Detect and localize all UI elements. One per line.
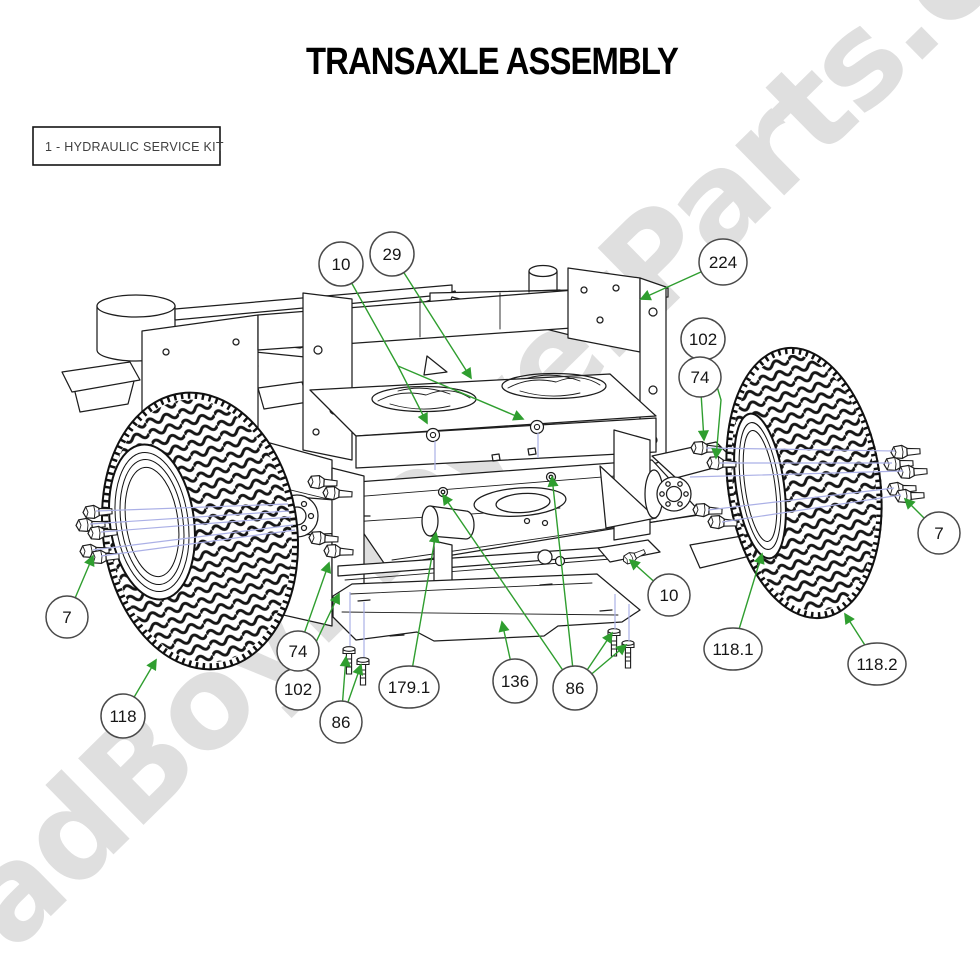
service-kit-box bbox=[32, 126, 221, 166]
left-wheel-rim bbox=[108, 443, 196, 601]
callout-label-224: 224 bbox=[709, 253, 737, 272]
callout-label-136: 136 bbox=[501, 672, 529, 691]
callout-224[interactable]: 224 bbox=[698, 238, 748, 286]
callout-102-right[interactable]: 102 bbox=[680, 317, 726, 361]
leader-line-86-center-2 bbox=[547, 475, 576, 689]
callout-10-top[interactable]: 10 bbox=[318, 241, 364, 287]
leader-line-179-1-0 bbox=[408, 531, 440, 688]
callout-7-right[interactable]: 7 bbox=[917, 511, 961, 555]
callout-86-center[interactable]: 86 bbox=[552, 665, 598, 711]
right-wheel-rim bbox=[733, 412, 787, 560]
callout-circle-7-left[interactable] bbox=[45, 595, 89, 639]
callout-circle-136[interactable] bbox=[492, 658, 538, 704]
left-tire bbox=[101, 391, 299, 671]
right-tire bbox=[725, 346, 883, 620]
callout-86-left[interactable]: 86 bbox=[319, 700, 363, 744]
callout-label-29: 29 bbox=[383, 245, 402, 264]
callout-label-102-right: 102 bbox=[689, 330, 717, 349]
fan-deck bbox=[309, 355, 657, 437]
page-title: TRANSAXLE ASSEMBLY bbox=[306, 41, 679, 83]
callout-label-7-left: 7 bbox=[62, 608, 71, 627]
callout-label-118-left: 118 bbox=[109, 707, 136, 726]
callout-circle-86-center[interactable] bbox=[552, 665, 598, 711]
leader-line-10-top-1 bbox=[397, 365, 525, 421]
callout-circle-7-right[interactable] bbox=[917, 511, 961, 555]
callout-74-right[interactable]: 74 bbox=[678, 356, 722, 398]
callout-74-left[interactable]: 74 bbox=[276, 630, 320, 672]
callout-136[interactable]: 136 bbox=[492, 658, 538, 704]
callout-circle-224[interactable] bbox=[698, 238, 748, 286]
callout-118-2[interactable]: 118.2 bbox=[847, 642, 907, 686]
callout-label-86-center: 86 bbox=[566, 679, 585, 698]
callout-circle-179-1[interactable] bbox=[378, 665, 440, 709]
right-lug-nuts bbox=[883, 443, 928, 504]
callout-7-left[interactable]: 7 bbox=[45, 595, 89, 639]
callout-102-left[interactable]: 102 bbox=[275, 667, 321, 711]
callout-label-10-top: 10 bbox=[332, 255, 351, 274]
callout-label-74-right: 74 bbox=[691, 368, 710, 387]
callout-29[interactable]: 29 bbox=[369, 231, 415, 277]
callout-118-1[interactable]: 118.1 bbox=[703, 627, 763, 671]
callout-label-179-1: 179.1 bbox=[388, 678, 431, 697]
callout-label-10-right: 10 bbox=[660, 586, 679, 605]
leader-line-29-0 bbox=[391, 253, 472, 380]
mid-wall bbox=[355, 417, 657, 469]
callout-179-1[interactable]: 179.1 bbox=[378, 665, 440, 709]
callout-label-102-left: 102 bbox=[284, 680, 312, 699]
callout-label-7-right: 7 bbox=[934, 524, 943, 543]
callout-circle-86-left[interactable] bbox=[319, 700, 363, 744]
service-kit-label: 1 - HYDRAULIC SERVICE KIT bbox=[32, 126, 224, 166]
assembly-guide-lines bbox=[89, 433, 904, 657]
callout-circle-74-left[interactable] bbox=[276, 630, 320, 672]
callout-circle-29[interactable] bbox=[369, 231, 415, 277]
callout-circle-10-top[interactable] bbox=[318, 241, 364, 287]
callout-circle-118-1[interactable] bbox=[703, 627, 763, 671]
callout-label-74-left: 74 bbox=[289, 642, 308, 661]
callout-bubbles: 10 29 224 102 74 7 118.1 118.2 10 86 136 179.1 86 102… bbox=[45, 231, 961, 744]
callout-label-118-1: 118.1 bbox=[712, 640, 753, 659]
leader-line-86-center-3 bbox=[442, 493, 576, 689]
callout-10-right[interactable]: 10 bbox=[647, 573, 691, 617]
bottom-skid-plate bbox=[332, 573, 641, 642]
callout-118-left[interactable]: 118 bbox=[100, 693, 146, 739]
callout-circle-74-right[interactable] bbox=[678, 356, 722, 398]
callout-label-86-left: 86 bbox=[332, 713, 351, 732]
callout-circle-118-2[interactable] bbox=[847, 642, 907, 686]
callout-circle-10-right[interactable] bbox=[647, 573, 691, 617]
service-kit-text: 1 - HYDRAULIC SERVICE KIT bbox=[45, 140, 224, 154]
callout-circle-118-left[interactable] bbox=[100, 693, 146, 739]
callout-label-118-2: 118.2 bbox=[856, 655, 897, 674]
